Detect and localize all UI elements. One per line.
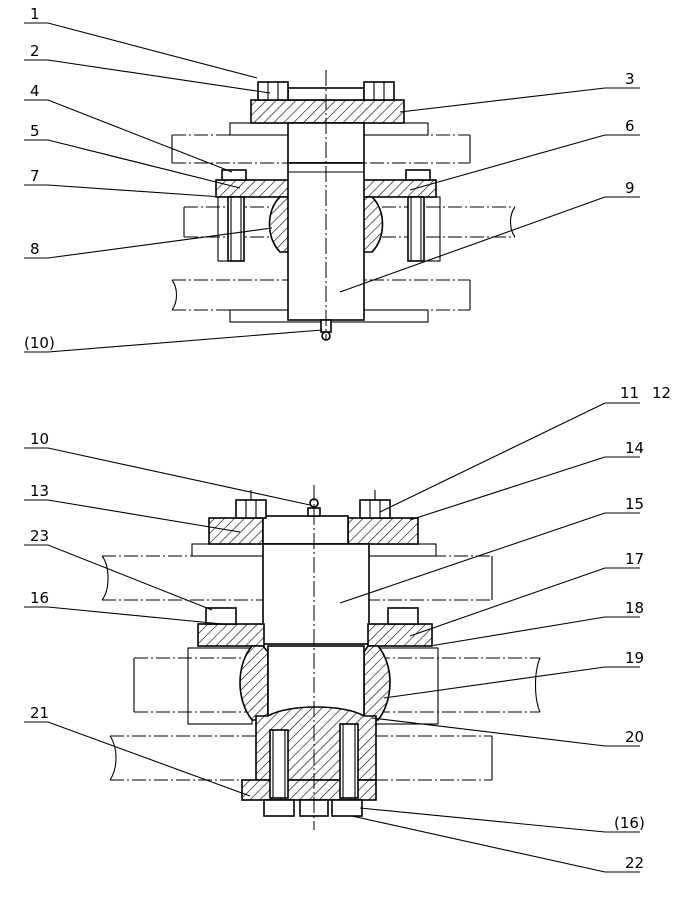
- label-3: 3: [625, 70, 635, 88]
- label-20: 20: [625, 728, 644, 746]
- label-12: 12: [652, 384, 671, 402]
- bolt-head-left: [257, 81, 289, 101]
- upper-right-stud: [407, 196, 425, 262]
- label-11: 11: [620, 384, 639, 402]
- lower-seat-ring-left: [197, 623, 265, 647]
- part-labels: 1 2 3 4 5 6 7 9 8 (10) 11 12 10 14 13 15…: [24, 5, 671, 872]
- label-16: 16: [30, 589, 49, 607]
- lower-top-bolt-left: [235, 490, 267, 519]
- upper-assembly: [171, 70, 516, 341]
- seat-bolt-head-left: [221, 169, 247, 181]
- lower-top-cap: [262, 515, 349, 545]
- lower-main-shaft: [262, 543, 370, 645]
- lower-seat-bolt-right: [387, 607, 419, 625]
- lower-top-bolt-right: [359, 490, 391, 519]
- bearing-inner-ring: [267, 645, 365, 717]
- label-4: 4: [30, 82, 40, 100]
- bolt-head-right: [363, 81, 395, 101]
- seat-bolt-head-right: [405, 169, 431, 181]
- lower-spherical-bearing-right: [363, 645, 391, 721]
- label-21: 21: [30, 704, 49, 722]
- lower-bottom-plate: [109, 735, 493, 781]
- label-10: 10: [30, 430, 49, 448]
- label-18: 18: [625, 599, 644, 617]
- label-17: 17: [625, 550, 644, 568]
- spherical-bearing-left: [268, 196, 291, 253]
- lower-right-stud: [339, 723, 359, 799]
- spherical-bearing-right: [361, 196, 384, 253]
- label-5: 5: [30, 122, 40, 140]
- label-8: 8: [30, 240, 40, 258]
- lower-assembly: [101, 485, 541, 830]
- label-9: 9: [625, 179, 635, 197]
- label-19: 19: [625, 649, 644, 667]
- bottom-nuts: [263, 799, 363, 817]
- label-14: 14: [625, 439, 644, 457]
- seat-ring-right: [359, 179, 437, 198]
- top-clamp-plate: [250, 99, 405, 124]
- lower-clamp-plate-right: [347, 517, 419, 545]
- label-2: 2: [30, 42, 40, 60]
- label-22: 22: [625, 854, 644, 872]
- label-23: 23: [30, 527, 49, 545]
- seat-ring-left: [215, 179, 293, 198]
- label-16-ref: (16): [614, 814, 645, 832]
- label-10-ref: (10): [24, 334, 55, 352]
- lower-spherical-bearing-left: [239, 645, 269, 721]
- lower-seat-bolt-left: [205, 607, 237, 625]
- label-1: 1: [30, 5, 40, 23]
- label-6: 6: [625, 117, 635, 135]
- leader-lines: [24, 22, 640, 873]
- label-13: 13: [30, 482, 49, 500]
- label-15: 15: [625, 495, 644, 513]
- upper-left-stud: [227, 196, 245, 262]
- lower-seat-ring-right: [367, 623, 433, 647]
- label-7: 7: [30, 167, 40, 185]
- lower-left-stud: [269, 729, 289, 799]
